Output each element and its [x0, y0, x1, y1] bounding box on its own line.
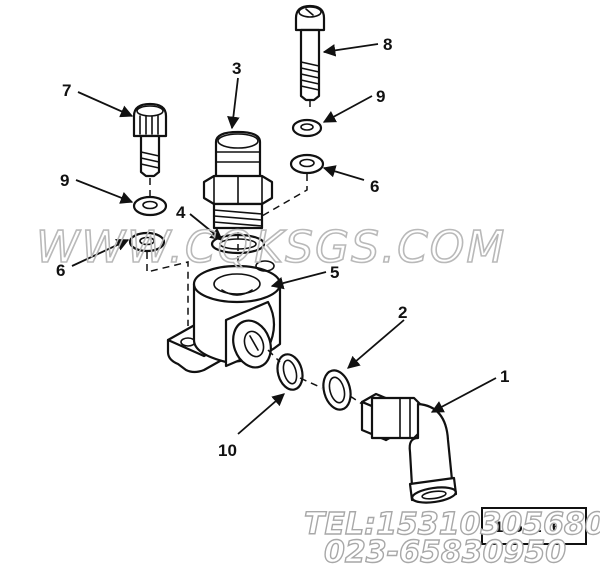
watermark-tel: TEL:15310305680: [304, 507, 600, 542]
lockwasher-right: [291, 118, 323, 138]
callout-10: 10: [218, 441, 237, 460]
watermark: WWW.CQKSGS.COM TEL:15310305680 023-65830…: [35, 221, 600, 571]
callout-1: 1: [500, 367, 509, 386]
callout-9-left: 9: [60, 171, 69, 190]
callout-labels: 8 9 6 3 7 9 6 4 5 2 1 10: [56, 35, 509, 460]
washer-left: [128, 231, 166, 253]
reference-number: 1 5 2 6: [494, 519, 561, 537]
elbow-fitting: [360, 392, 458, 504]
washer-right: [289, 153, 325, 175]
capscrew-short: [132, 102, 168, 178]
lockwasher-left: [132, 195, 168, 217]
assembly-centerlines: [146, 100, 363, 405]
callout-6-left: 6: [56, 261, 65, 280]
callout-5: 5: [330, 263, 339, 282]
connector-adapter: [202, 130, 274, 230]
callout-2: 2: [398, 303, 407, 322]
callout-3: 3: [232, 59, 241, 78]
leader-arrows: [71, 43, 497, 435]
callout-7: 7: [62, 81, 71, 100]
callout-8: 8: [383, 35, 392, 54]
callout-4: 4: [176, 203, 186, 222]
tee-housing: [166, 260, 282, 374]
callout-9-right: 9: [376, 87, 385, 106]
capscrew-long: [294, 4, 326, 102]
callout-6-right: 6: [370, 177, 379, 196]
reference-box: 1 5 2 6: [481, 507, 587, 545]
watermark-phone: 023-65830950: [324, 535, 566, 570]
o-ring-2: [322, 369, 352, 411]
o-ring-10: [276, 353, 304, 391]
watermark-url: WWW.CQKSGS.COM: [36, 222, 506, 273]
